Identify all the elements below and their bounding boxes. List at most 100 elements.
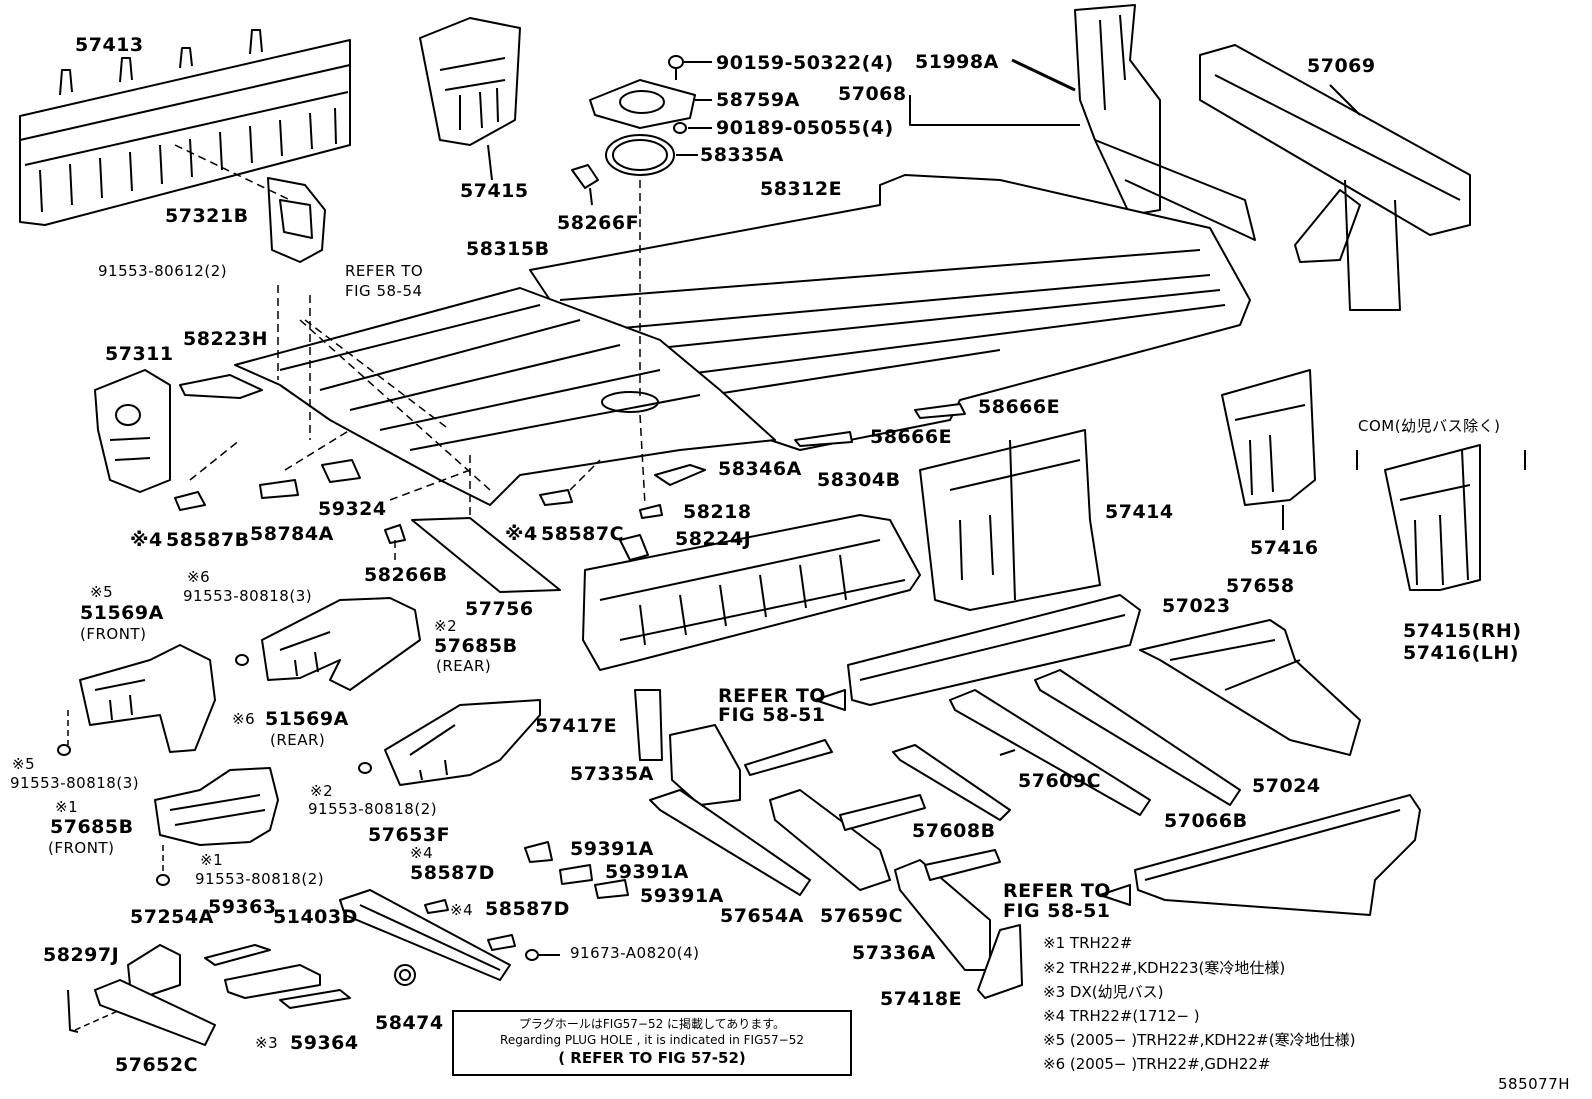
label-57413: 57413	[75, 34, 144, 56]
label-57335A: 57335A	[570, 763, 654, 785]
mark-57685B-rear: ※2	[434, 617, 458, 635]
plug-hole-note-jp: プラグホールはFIG57−52 に掲載してあります。	[518, 1017, 786, 1031]
label-59391A-b: 59391A	[605, 861, 689, 883]
label-57321B: 57321B	[165, 205, 249, 227]
label-57068: 57068	[838, 83, 907, 105]
label-51569A-rear: 51569A	[265, 708, 349, 730]
label-refer-58-51-b-line1: REFER TO	[1003, 880, 1111, 902]
label-58759A: 58759A	[716, 89, 800, 111]
note-4-mark: ※4	[1043, 1007, 1066, 1025]
part-57416-drawing	[1221, 369, 1316, 506]
mark-51569A-rear: ※6	[232, 710, 256, 728]
label-59391A-c: 59391A	[640, 885, 724, 907]
mark-57685B-front: ※1	[55, 798, 79, 816]
label-51569A-front: 51569A	[80, 602, 164, 624]
label-58587D-a: 58587D	[410, 862, 495, 884]
label-59363: 59363	[208, 896, 277, 918]
label-57756: 57756	[465, 598, 534, 620]
label-57654A: 57654A	[720, 905, 804, 927]
note-1: ※1 TRH22#	[1043, 936, 1132, 951]
label-57653F: 57653F	[368, 824, 451, 846]
label-58784A: 58784A	[250, 523, 334, 545]
part-57335A-drawing	[669, 724, 833, 806]
label-90189-05055: 90189-05055(4)	[716, 117, 894, 139]
label-58587B: 58587B	[166, 529, 250, 551]
label-58346A: 58346A	[718, 458, 802, 480]
label-59364: 59364	[290, 1032, 359, 1054]
label-57254A: 57254A	[130, 906, 214, 928]
note-2-mark: ※2	[1043, 959, 1066, 977]
part-57653F-drawing	[339, 889, 511, 981]
mark-91553-80818-a: ※6	[187, 568, 211, 586]
part-57415-drawing	[419, 17, 521, 146]
label-91553-80818-b: 91553-80818(3)	[10, 774, 140, 792]
label-90159-50322: 90159-50322(4)	[716, 52, 894, 74]
label-91553-80818-a: 91553-80818(3)	[183, 587, 313, 605]
mark-58587C: ※4	[505, 523, 538, 545]
note-5-mark: ※5	[1043, 1031, 1066, 1049]
label-58474: 58474	[375, 1012, 444, 1034]
label-57609C: 57609C	[1018, 770, 1102, 792]
label-58224J: 58224J	[675, 528, 752, 550]
label-57685B-front: 57685B	[50, 816, 134, 838]
label-58312E: 58312E	[760, 178, 843, 200]
note-5: ※5 (2005− )TRH22#,KDH22#(寒冷地仕様)	[1043, 1033, 1355, 1048]
part-51569A-front-drawing	[79, 644, 216, 753]
label-57608B: 57608B	[912, 820, 996, 842]
label-58223H: 58223H	[183, 328, 269, 350]
label-57336A: 57336A	[852, 942, 936, 964]
mark-58587D-a: ※4	[410, 844, 434, 862]
label-59391A-a: 59391A	[570, 838, 654, 860]
part-57413-drawing	[19, 29, 351, 226]
label-57416: 57416	[1250, 537, 1319, 559]
note-6-text: (2005− )TRH22#,GDH22#	[1069, 1055, 1271, 1073]
label-refer-58-51-a-line2: FIG 58-51	[718, 704, 826, 726]
note-6: ※6 (2005− )TRH22#,GDH22#	[1043, 1057, 1271, 1072]
label-58297J: 58297J	[43, 944, 120, 966]
part-57024-drawing	[1134, 794, 1421, 916]
label-front-1: (FRONT)	[80, 625, 147, 643]
part-57659C-drawing	[769, 789, 926, 891]
part-57321B-drawing	[267, 177, 326, 263]
plug-hole-note-box: プラグホールはFIG57−52 に掲載してあります。 Regarding PLU…	[452, 1010, 852, 1076]
label-57418E: 57418E	[880, 988, 963, 1010]
part-57311-drawing	[94, 369, 171, 493]
label-91553-80818-d: 91553-80818(2)	[195, 870, 325, 888]
label-57416LH: 57416(LH)	[1403, 642, 1519, 664]
label-57023: 57023	[1162, 595, 1231, 617]
part-51569A-rear-drawing	[261, 597, 421, 691]
diagram-id-code: 585077H	[1498, 1075, 1571, 1093]
label-91553-80612: 91553-80612(2)	[98, 262, 228, 280]
label-57069: 57069	[1307, 55, 1376, 77]
part-58304B-drawing	[582, 514, 921, 671]
note-1-mark: ※1	[1043, 934, 1066, 952]
note-3-text: DX(幼児バス)	[1069, 983, 1164, 1001]
label-57414: 57414	[1105, 501, 1174, 523]
label-57311: 57311	[105, 343, 174, 365]
part-58759A-drawing	[589, 55, 696, 176]
label-57066B: 57066B	[1164, 810, 1248, 832]
note-1-text: TRH22#	[1069, 934, 1133, 952]
label-58218: 58218	[683, 501, 752, 523]
label-91553-80818-c: 91553-80818(2)	[308, 800, 438, 818]
mark-91553-80818-d: ※1	[200, 851, 224, 869]
part-57414-drawing	[919, 429, 1101, 611]
note-4: ※4 TRH22#(1712− )	[1043, 1009, 1200, 1024]
label-58266B: 58266B	[364, 564, 448, 586]
note-2-text: TRH22#,KDH223(寒冷地仕様)	[1069, 959, 1286, 977]
label-57652C: 57652C	[115, 1054, 199, 1076]
note-3: ※3 DX(幼児バス)	[1043, 985, 1163, 1000]
label-refer-58-54-line1: REFER TO	[345, 262, 424, 280]
label-57415RH: 57415(RH)	[1403, 620, 1522, 642]
label-58587D-b: 58587D	[485, 898, 570, 920]
label-57417E: 57417E	[535, 715, 618, 737]
label-58587C: 58587C	[541, 523, 625, 545]
note-3-mark: ※3	[1043, 983, 1066, 1001]
label-rear-1: (REAR)	[436, 657, 492, 675]
label-rear-2: (REAR)	[270, 731, 326, 749]
label-57685B-rear: 57685B	[434, 635, 518, 657]
mark-58587D-b: ※4	[450, 901, 474, 919]
label-58666E-a: 58666E	[978, 396, 1061, 418]
